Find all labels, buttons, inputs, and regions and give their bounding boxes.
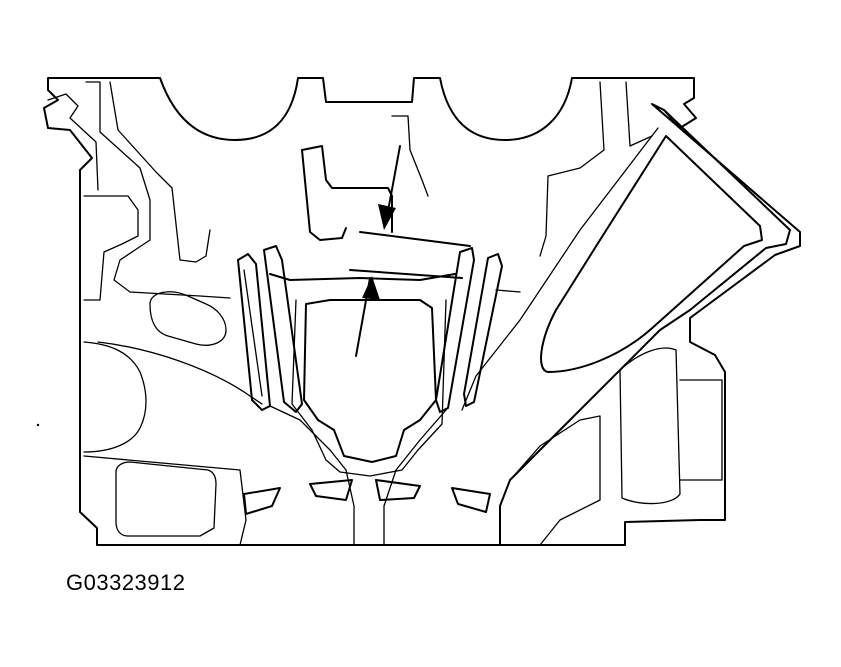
left-water-jacket [83,341,147,453]
intake-port-lower [461,127,659,411]
upper-right-rib [539,81,605,257]
measurement-line-right [495,289,521,293]
valve-seat-2 [309,479,353,501]
center-boss [301,145,393,233]
center-boss-left [301,149,347,241]
center-passage-outer [291,299,447,477]
intake-port-outer [499,109,791,546]
figure-code: G03323912 [66,570,186,595]
measurement-line-upper [359,231,471,247]
valve-guide-left-inner [263,245,303,413]
upper-right-rib-2 [625,81,653,147]
left-flange [47,93,99,191]
left-boss [85,81,231,299]
left-jacket-sweep [97,341,263,405]
center-passage [303,299,437,463]
valve-stem-left [243,269,263,397]
left-passage [83,195,139,301]
reference-dot [36,423,40,427]
lower-left-port [269,405,355,546]
lower-left-pocket [115,461,217,537]
head-outline [43,77,801,546]
intake-port-inner [540,135,763,373]
arrow-down-icon [378,204,396,230]
chamber-top [269,273,456,281]
right-lower-rib [511,415,601,546]
measurement-line-lower [349,269,463,279]
valve-guide-right-outer [463,253,503,407]
valve-seat-3 [375,479,421,501]
left-oil-gallery [149,291,227,346]
valve-guide-left-outer [237,253,271,411]
valve-seat-1 [243,487,281,515]
lower-right-port [383,409,447,546]
center-upper-rib [391,115,429,197]
lower-left-wall [83,455,247,546]
arrow-up-icon [362,276,380,300]
left-rib [109,81,211,263]
valve-guide-right-inner [435,247,475,413]
valve-seat-4 [451,487,491,513]
right-pocket [619,347,681,505]
right-boss [679,379,723,481]
